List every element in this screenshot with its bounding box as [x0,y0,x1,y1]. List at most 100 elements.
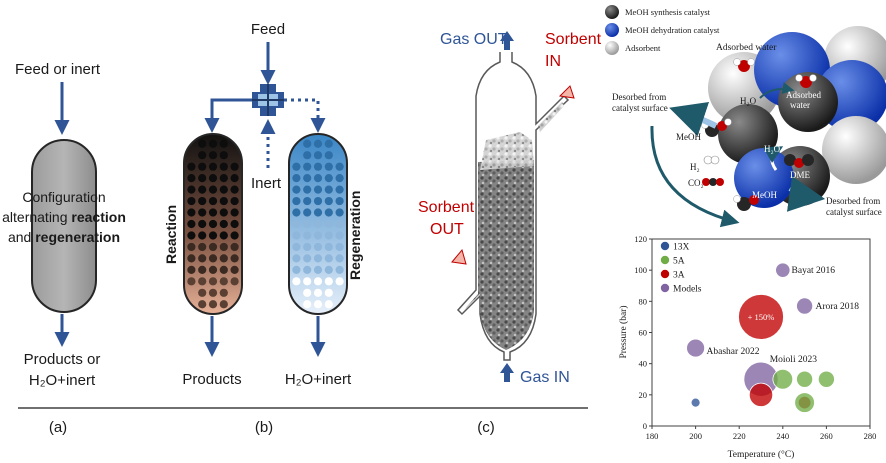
water-molecule-icon [795,74,817,88]
h2-label: H₂ [690,162,700,172]
panel-b-to-reaction-arrow [204,98,252,133]
dehydration-sphere [734,148,794,208]
catalyst-pellet [187,219,196,229]
catalyst-pellet [324,219,333,229]
catalyst-pellet [292,162,301,171]
catalyst-pellet [313,300,323,309]
sorbent-bed-top [480,132,534,170]
sorbent-out-arrow-icon [451,248,467,265]
catalyst-pellet [187,174,196,183]
catalyst-pellet [219,174,228,183]
catalyst-pellet [292,196,301,206]
chart-annotation: Arora 2018 [816,302,860,312]
panel-a-config-line3: and regeneration [8,229,120,245]
legend-adsorbent-label: Adsorbent [625,43,661,53]
gas-in-arrow-icon [500,363,514,382]
catalyst-pellet [208,174,218,183]
panel-b-inert-label: Inert [251,175,282,192]
catalyst-pellet [313,288,323,297]
catalyst-pellet [292,185,301,194]
catalyst-pellet [303,185,312,194]
catalyst-pellet [292,277,301,286]
catalyst-pellet [313,151,323,160]
catalyst-pellet [187,265,196,274]
catalyst-pellet [303,277,312,286]
catalyst-pellet [292,254,301,263]
bubble-models [796,297,814,315]
catalyst-pellet [324,162,333,171]
catalyst-pellet [187,277,196,286]
chart-annotation: + 150% [748,312,775,322]
catalyst-pellet [230,231,239,240]
catalyst-pellet [292,208,301,217]
water-molecule-icon [733,58,755,72]
adsorbed-water-line1: Adsorbed [786,90,821,100]
panel-a-products-line1: Products or [24,351,101,368]
catalyst-pellet [303,254,312,263]
hydrogen-molecule-icon [703,155,720,165]
catalyst-pellet [313,196,323,206]
legend-label: 5A [673,257,685,267]
catalyst-pellet [208,151,218,160]
catalyst-pellet [187,254,196,263]
catalyst-pellet [303,151,312,160]
catalyst-pellet [303,288,312,297]
catalyst-pellet [292,219,301,229]
catalyst-pellet [313,277,323,286]
chart-y-axis-label: Pressure (bar) [618,305,629,358]
catalyst-pellet [230,174,239,183]
catalyst-pellet [208,277,218,286]
catalyst-pellet [335,242,344,252]
catalyst-pellet [208,208,218,217]
catalyst-pellet [303,196,312,206]
recycle-loop-arrow [650,125,740,228]
catalyst-pellet [219,300,228,309]
legend-label: 3A [673,271,685,281]
panel-a-reactor [31,139,97,313]
panel-a-feed-label: Feed or inert [15,61,101,78]
panel-b-caption: (b) [255,419,273,436]
catalyst-pellet [335,231,344,240]
catalyst-pellet [187,208,196,217]
bubble-13x [690,397,701,408]
catalyst-pellet [303,162,312,171]
bubble-models [686,338,705,358]
adsorbed-water-line2: water [790,100,810,110]
catalyst-pellet [230,242,239,252]
catalyst-pellet [219,219,228,229]
catalyst-pellet [219,242,228,252]
blue-sphere-icon [605,23,619,37]
catalyst-pellet [198,277,207,286]
chart-annotation: Abashar 2022 [707,347,760,357]
catalyst-pellet [335,174,344,183]
catalyst-pellet [187,242,196,252]
legend-marker [660,255,670,265]
sorbent-out-line2: OUT [430,221,464,238]
desorbed-left-arrow [669,102,718,137]
dme-label: DME [790,170,811,180]
catalyst-pellet [335,185,344,194]
catalyst-pellet [219,162,228,171]
mechanism-illustration: MeOH synthesis catalyst MeOH dehydration… [605,5,886,228]
catalyst-pellet [313,231,323,240]
catalyst-pellet [324,300,333,309]
catalyst-pellet [324,288,333,297]
catalyst-pellet [313,265,323,274]
catalyst-pellet [303,174,312,183]
catalyst-pellet [219,196,228,206]
x-tick-label: 280 [864,431,877,441]
catalyst-pellet [219,139,228,148]
panel-b-feed-label: Feed [251,21,285,38]
catalyst-pellet [208,196,218,206]
catalyst-pellet [313,174,323,183]
catalyst-pellet [208,242,218,252]
meoh-label-b: MeOH [752,190,777,200]
desorbed-left-line1: Desorbed from [612,92,666,102]
catalyst-pellet [324,196,333,206]
catalyst-pellet [198,242,207,252]
gas-out-label: Gas OUT [440,31,508,48]
dme-molecule-icon [784,154,814,168]
